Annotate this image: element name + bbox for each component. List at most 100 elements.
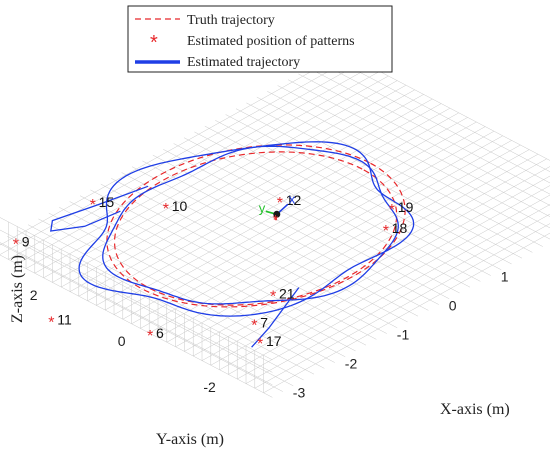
grid-line-x xyxy=(17,230,304,381)
grid-line-y xyxy=(237,204,550,380)
pattern-marker: * xyxy=(257,336,263,353)
estimated-loop-b xyxy=(78,141,415,317)
grid-line-y xyxy=(184,153,539,352)
grid-line-x xyxy=(131,166,419,317)
legend: Truth trajectory * Estimated position of… xyxy=(127,5,393,73)
pattern-marker: * xyxy=(90,197,96,214)
estimated-trajectory xyxy=(50,141,415,348)
pattern-marker: * xyxy=(270,288,276,305)
legend-pattern-swatch: * xyxy=(150,32,158,54)
estimated-tail xyxy=(251,287,300,348)
grid-line-y xyxy=(61,89,415,288)
grid-line-x xyxy=(225,114,512,265)
grid-line-y xyxy=(254,223,550,389)
grid-line-x xyxy=(267,91,550,240)
x-tick-label: -3 xyxy=(293,385,306,401)
floor-grid xyxy=(0,50,550,398)
y-tick-label: 0 xyxy=(118,333,126,349)
grid-line-x xyxy=(38,218,325,369)
pattern-label: 12 xyxy=(286,192,302,208)
wall-z-line xyxy=(0,217,273,361)
grid-line-y xyxy=(113,117,468,315)
y-axis-label: Y-axis (m) xyxy=(156,431,224,448)
pattern-label: 19 xyxy=(398,199,414,215)
grid-line-x xyxy=(194,131,481,282)
grid-line-x xyxy=(121,172,408,323)
grid-line-x xyxy=(79,195,367,346)
pattern-marker: * xyxy=(251,317,257,334)
grid-line-x xyxy=(235,108,523,259)
grid-line-y xyxy=(87,103,442,302)
z-axis-label: Z-axis (m) xyxy=(9,255,26,323)
grid-line-y xyxy=(157,140,512,338)
z-wall-grid xyxy=(0,217,273,398)
grid-line-x xyxy=(256,96,543,247)
grid-line-x xyxy=(142,160,429,311)
legend-estimated-label: Estimated trajectory xyxy=(187,55,300,70)
grid-line-y xyxy=(210,175,550,366)
pattern-marker: * xyxy=(383,223,389,240)
grid-line-x xyxy=(163,149,450,300)
grid-line-y xyxy=(8,61,363,260)
grid-line-x xyxy=(7,236,294,387)
grid-line-y xyxy=(193,158,547,357)
estimated-lobe xyxy=(50,185,149,232)
camera-x-label: x xyxy=(289,191,296,206)
grid-line-y xyxy=(149,135,503,334)
grid-line-x xyxy=(215,120,502,271)
grid-line-x xyxy=(339,50,550,161)
grid-line-x xyxy=(27,224,315,375)
grid-line-x xyxy=(287,79,550,217)
grid-line-x xyxy=(59,207,346,358)
grid-line-x xyxy=(0,243,283,392)
wall-z-line xyxy=(0,254,273,398)
grid-line-y xyxy=(69,94,424,292)
grid-line-x xyxy=(100,183,387,334)
legend-truth-label: Truth trajectory xyxy=(187,13,275,28)
wall-z-line xyxy=(0,242,273,386)
pattern-marker: * xyxy=(389,202,395,219)
grid-line-x xyxy=(90,189,377,340)
grid-line-y xyxy=(105,112,459,311)
grid-line-y xyxy=(78,98,433,297)
grid-line-x xyxy=(277,85,550,229)
pattern-label: 10 xyxy=(172,198,188,214)
grid-line-y xyxy=(219,185,550,371)
pattern-label: 17 xyxy=(266,333,282,349)
grid-line-x xyxy=(111,178,398,329)
grid-line-y xyxy=(175,149,530,348)
grid-line-y xyxy=(52,84,407,283)
x-tick-label: 1 xyxy=(501,269,509,285)
grid-line-y xyxy=(228,194,550,375)
y-tick-label: -2 xyxy=(203,379,216,395)
pattern-marker: * xyxy=(13,236,19,253)
pattern-label: 11 xyxy=(57,312,72,328)
grid-line-y xyxy=(201,166,550,361)
grid-line-x xyxy=(152,154,439,305)
grid-line-y xyxy=(263,232,550,394)
y-tick-label: 2 xyxy=(30,287,38,303)
grid-line-y xyxy=(122,121,477,320)
grid-line-x xyxy=(204,125,491,276)
camera-center xyxy=(273,210,281,218)
axis-ticks: 3210-1-2-320-21.510.50 xyxy=(30,269,509,401)
grid-line-y xyxy=(166,144,521,343)
x-tick-label: 0 xyxy=(449,298,457,314)
grid-line-x xyxy=(246,102,533,253)
grid-line-x xyxy=(173,143,460,294)
grid-line-y xyxy=(0,57,354,255)
grid-line-x xyxy=(308,67,550,195)
pattern-label: 15 xyxy=(99,194,115,210)
grid-line-y xyxy=(17,66,371,265)
pattern-label: 6 xyxy=(156,325,164,341)
grid-line-y xyxy=(140,130,495,329)
camera-pattern-marker: * xyxy=(273,211,279,227)
pattern-markers: *10*12*19*15*18*9*21*20*7*11*6*17 xyxy=(13,192,414,353)
pattern-label: 9 xyxy=(22,233,30,249)
grid-line-y xyxy=(43,80,398,279)
legend-pattern-label: Estimated position of patterns xyxy=(187,34,355,49)
estimated-loop-a xyxy=(102,145,399,305)
truth-loop-a xyxy=(113,151,398,306)
x-tick-label: -1 xyxy=(397,327,410,343)
pattern-marker: * xyxy=(163,201,169,218)
